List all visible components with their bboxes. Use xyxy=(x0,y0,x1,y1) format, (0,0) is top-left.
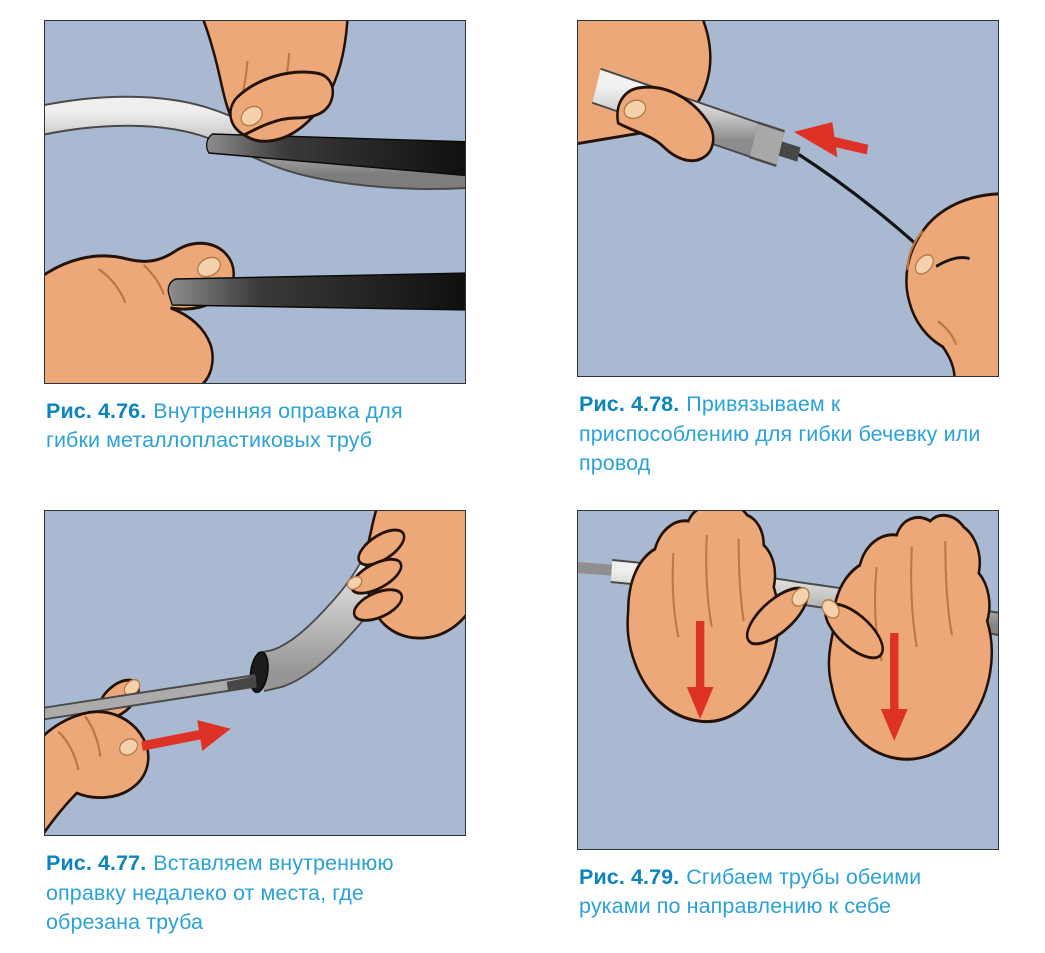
figure-label: Рис. 4.78. xyxy=(579,392,680,417)
fingernail xyxy=(196,256,221,278)
fingernail xyxy=(240,105,263,127)
red-arrow-down-icon xyxy=(880,633,908,741)
red-arrow-down-icon xyxy=(686,621,714,719)
hand-inserting-mandrel-fingers xyxy=(45,710,150,834)
figure-4-77: Рис. 4.77.Вставляем внутреннюю оправку н… xyxy=(44,510,466,937)
figure-caption-text: Внутренняя оправка для гибки металлоплас… xyxy=(46,399,403,453)
fingernail xyxy=(821,599,840,619)
figure-caption-text: Привязываем к приспособлению для гибки б… xyxy=(579,392,981,475)
figure-4-79: Рис. 4.79.Сгибаем трубы обеими руками по… xyxy=(577,510,999,937)
red-arrow-right-icon xyxy=(141,720,231,751)
red-arrow-left-icon xyxy=(793,122,869,158)
fingernail xyxy=(791,587,810,607)
fingernail xyxy=(119,738,139,756)
illustration-4-78 xyxy=(578,21,998,377)
hand-top xyxy=(202,21,349,143)
mandrel-strip-upper xyxy=(206,133,465,177)
figure-caption-4-77: Рис. 4.77.Вставляем внутреннюю оправку н… xyxy=(44,836,466,937)
finger xyxy=(352,588,404,622)
figure-4-78: Рис. 4.78.Привязываем к приспособлению д… xyxy=(577,20,999,478)
figure-panel-4-77 xyxy=(44,510,466,837)
figure-panel-4-76 xyxy=(44,20,466,384)
figure-panel-4-79 xyxy=(577,510,999,850)
figure-label: Рис. 4.79. xyxy=(579,865,680,889)
fingernail xyxy=(346,575,363,591)
figure-caption-4-76: Рис. 4.76.Внутренняя оправка для гибки м… xyxy=(44,384,466,455)
figure-label: Рис. 4.76. xyxy=(46,399,147,423)
figure-label: Рис. 4.77. xyxy=(46,851,147,876)
figure-4-76: Рис. 4.76.Внутренняя оправка для гибки м… xyxy=(44,20,466,478)
fingernail xyxy=(914,254,934,275)
cord-end xyxy=(935,256,970,268)
hand-holding-pipe xyxy=(346,511,465,640)
hand-pulling-cord xyxy=(905,192,998,377)
figure-caption-4-79: Рис. 4.79.Сгибаем трубы обеими руками по… xyxy=(577,850,999,921)
hand-bottom xyxy=(45,241,235,383)
illustration-4-77 xyxy=(45,511,465,834)
illustration-4-79 xyxy=(578,511,998,761)
fingernail xyxy=(623,99,647,120)
right-hand xyxy=(821,513,994,761)
thumb-front xyxy=(616,85,715,163)
figure-caption-4-78: Рис. 4.78.Привязываем к приспособлению д… xyxy=(577,377,999,478)
mandrel-rod-tip xyxy=(226,676,257,692)
illustration-4-76 xyxy=(45,21,465,383)
mandrel-strip-lower xyxy=(167,272,465,311)
left-hand xyxy=(626,511,810,724)
figure-panel-4-78 xyxy=(577,20,999,378)
tool-tip xyxy=(778,141,801,162)
